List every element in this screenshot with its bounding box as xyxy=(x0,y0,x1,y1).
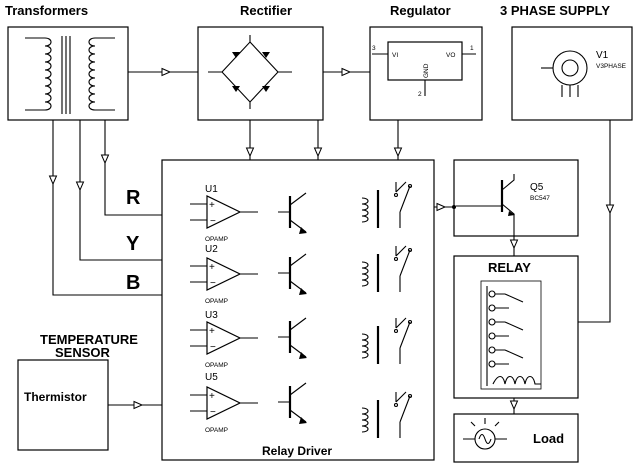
svg-text:−: − xyxy=(210,278,216,289)
svg-text:+: + xyxy=(209,326,215,337)
regulator-title: Regulator xyxy=(390,3,451,18)
opamp-type: OPAMP xyxy=(205,427,228,434)
thermistor-block xyxy=(17,359,109,451)
relay-driver-block xyxy=(161,159,435,461)
relay-driver-label: Relay Driver xyxy=(262,444,332,458)
supply-title: 3 PHASE SUPPLY xyxy=(500,3,610,18)
sensor-title: SENSOR xyxy=(55,345,111,360)
svg-text:+: + xyxy=(209,262,215,273)
transistor-ref: Q5 xyxy=(530,182,544,193)
regulator-pin-in: 3 xyxy=(372,45,376,52)
regulator-vi-label: VI xyxy=(392,52,398,59)
supply-block: V1 V3PHASE xyxy=(511,26,633,121)
regulator-pin-out: 1 xyxy=(470,45,474,52)
opamp-row-2: U2 + − OPAMP xyxy=(190,244,258,305)
opamp-row-1: U1 + − OPAMP xyxy=(190,184,258,243)
svg-text:−: − xyxy=(210,342,216,353)
rectifier-block xyxy=(197,26,324,121)
supply-model: V3PHASE xyxy=(596,63,627,70)
transformers-title: Transformers xyxy=(5,3,88,18)
rectifier-title: Rectifier xyxy=(240,3,292,18)
load-block: Load xyxy=(453,413,579,463)
regulator-gnd-label: GND xyxy=(423,63,430,78)
opamp-type: OPAMP xyxy=(205,236,228,243)
phase-b-label: B xyxy=(126,272,140,294)
phase-y-label: Y xyxy=(126,233,140,255)
opamp-ref: U2 xyxy=(205,244,218,255)
q5-block: Q5 BC547 xyxy=(453,159,579,237)
driver-transistors xyxy=(278,192,307,424)
transformer-block xyxy=(7,26,129,121)
opamp-row-4: U5 + − OPAMP xyxy=(190,372,258,434)
opamp-type: OPAMP xyxy=(205,362,228,369)
svg-text:−: − xyxy=(210,407,216,418)
driver-relays xyxy=(361,181,413,438)
supply-ref: V1 xyxy=(596,50,609,61)
opamp-ref: U5 xyxy=(205,372,218,383)
regulator-vo-label: VO xyxy=(446,52,455,59)
opamp-type: OPAMP xyxy=(205,298,228,305)
phase-r-label: R xyxy=(126,187,141,209)
opamp-ref: U1 xyxy=(205,184,218,195)
svg-text:+: + xyxy=(209,200,215,211)
opamp-ref: U3 xyxy=(205,310,218,321)
transistor-model: BC547 xyxy=(530,195,550,202)
temperature-title: TEMPERATURE xyxy=(40,332,138,347)
regulator-block: 3 VI VO 1 GND 2 xyxy=(369,26,483,121)
load-label: Load xyxy=(533,431,564,446)
svg-text:−: − xyxy=(210,216,216,227)
svg-text:+: + xyxy=(209,391,215,402)
relay-block: RELAY xyxy=(453,255,579,399)
relay-title: RELAY xyxy=(488,260,531,275)
regulator-pin-gnd: 2 xyxy=(418,91,422,98)
thermistor-label: Thermistor xyxy=(24,390,87,404)
opamp-row-3: U3 + − OPAMP xyxy=(190,310,258,369)
